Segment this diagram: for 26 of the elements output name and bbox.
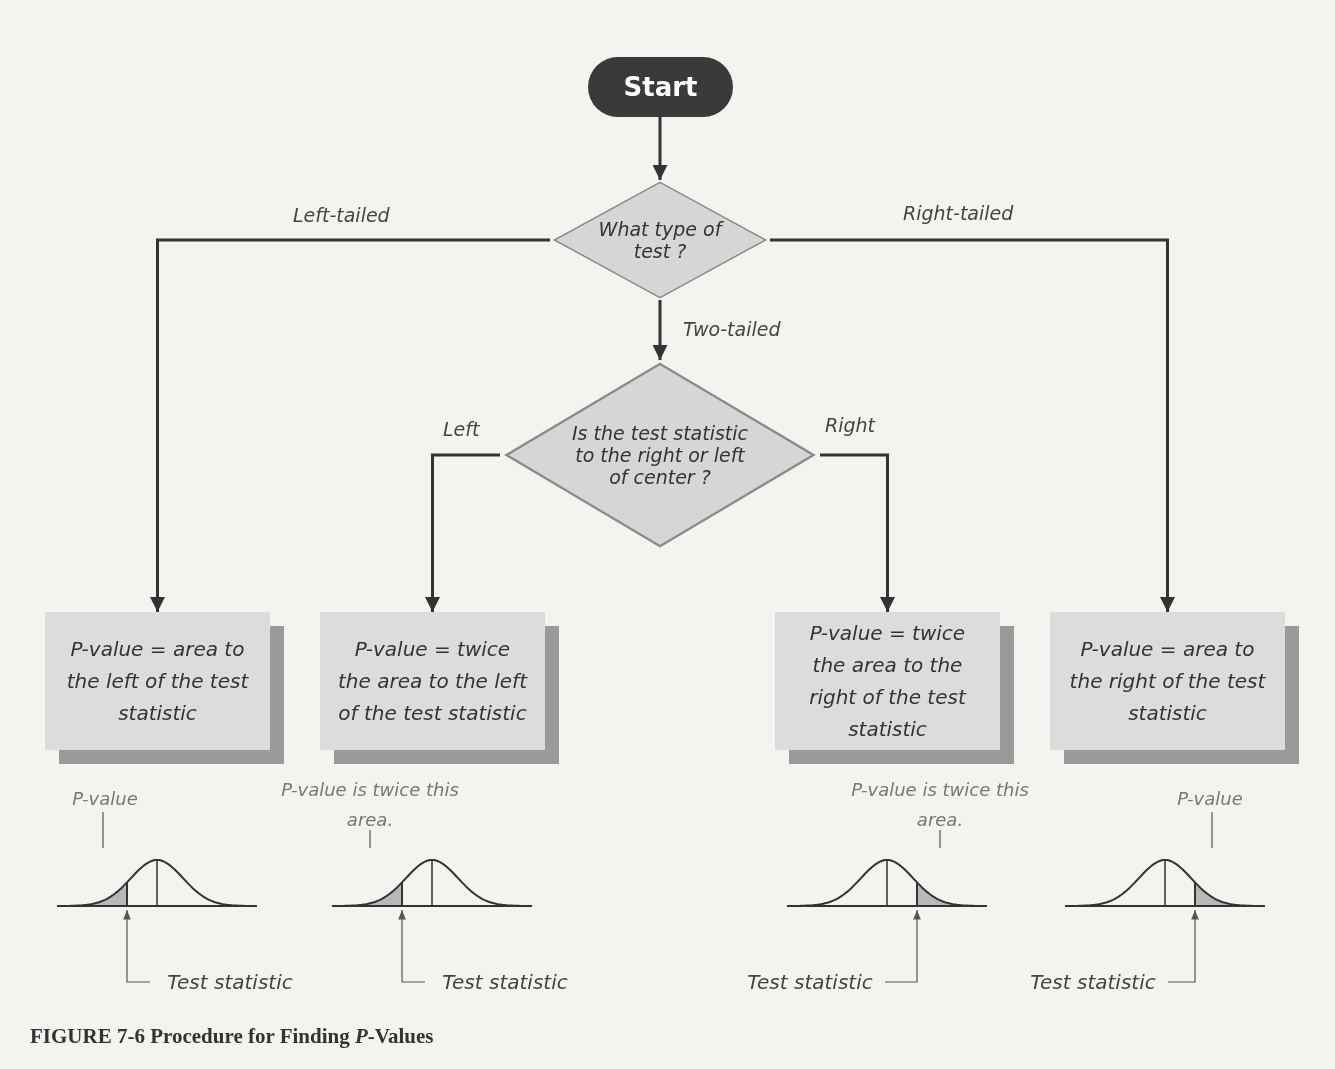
arrow: [820, 453, 895, 612]
callout-text: Test statistic: [150, 968, 310, 996]
arrow: [150, 238, 550, 612]
leader-line: [1211, 811, 1213, 849]
callout-text: P-value is twice this area.: [270, 780, 470, 830]
leader-line: [939, 829, 941, 849]
leader-line: [123, 909, 151, 983]
figure-caption: FIGURE 7-6 Procedure for Finding P-Values: [30, 1024, 434, 1049]
leader-line: [369, 829, 371, 849]
arrow: [770, 238, 1175, 612]
edge-label: Right: [822, 414, 879, 436]
callout-text: P-value is twice this area.: [840, 780, 1040, 830]
start-terminal: Start: [588, 57, 733, 117]
arrow: [652, 117, 668, 180]
callout-text: Test statistic: [735, 968, 885, 996]
callout-text: P-value: [1160, 786, 1260, 812]
callout-text: P-value: [55, 786, 155, 812]
leader-line: [398, 909, 426, 983]
arrow: [652, 300, 668, 360]
callout-text: Test statistic: [1018, 968, 1168, 996]
leader-line: [1167, 909, 1199, 983]
edge-label: Right-tailed: [900, 202, 1017, 224]
leader-line: [884, 909, 921, 983]
leader-line: [102, 811, 104, 849]
arrow: [425, 453, 500, 612]
callout-text: Test statistic: [425, 968, 585, 996]
